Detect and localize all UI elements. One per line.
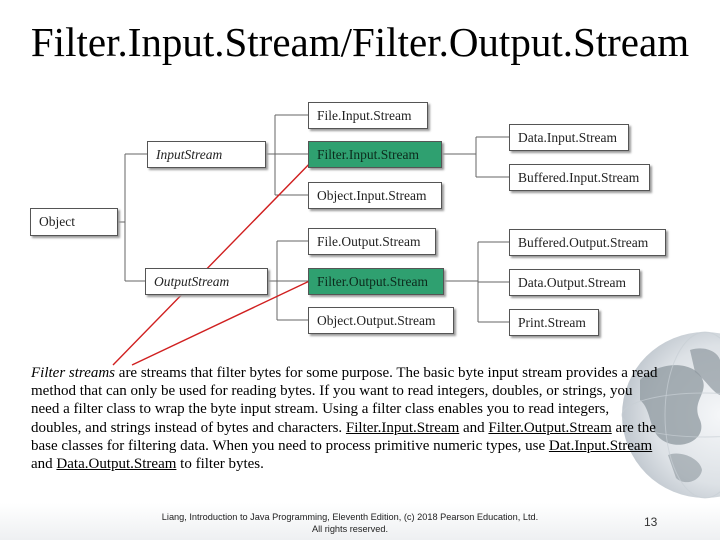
class-box-data-output-stream: Data.Output.Stream [509,269,640,296]
class-box-file-input-stream: File.Input.Stream [308,102,428,129]
connector-input-children [265,114,308,196]
link-filter-output-stream[interactable]: Filter.Output.Stream [488,419,612,436]
page-number: 13 [644,515,658,529]
class-label: Buffered.Output.Stream [518,234,649,250]
class-box-buffered-output-stream: Buffered.Output.Stream [509,229,666,256]
class-box-object-input-stream: Object.Input.Stream [308,182,442,209]
class-label: Filter.Output.Stream [317,273,428,289]
body-text: are the base classes for filtering data.… [31,419,656,454]
connector-filter-input-children [442,136,509,178]
class-box-file-output-stream: File.Output.Stream [308,228,436,255]
class-box-print-stream: Print.Stream [509,309,599,336]
link-data-input-stream[interactable]: Dat.Input.Stream [548,437,653,454]
body-text: and [459,419,489,436]
class-label: InputStream [156,146,223,162]
class-label: Filter.Input.Stream [317,146,419,162]
class-label: File.Output.Stream [317,233,421,249]
class-label: File.Input.Stream [317,107,412,123]
body-text: are streams that filter bytes for some p… [31,365,658,436]
class-box-object-output-stream: Object.Output.Stream [308,307,454,334]
class-box-filter-input-stream: Filter.Input.Stream [308,141,442,168]
intro-term: Filter streams [31,365,116,381]
class-label: Data.Output.Stream [518,274,626,290]
body-text: to filter bytes. [176,456,264,473]
class-label: Object [39,214,75,229]
class-box-filter-output-stream: Filter.Output.Stream [308,268,444,295]
class-label: OutputStream [154,273,230,289]
class-label: Print.Stream [518,314,586,330]
slide-title: Filter.Input.Stream/Filter.Output.Stream [30,19,690,65]
class-label: Buffered.Input.Stream [518,169,640,185]
footer-credit: Liang, Introduction to Java Programming,… [140,511,560,535]
connector-output-children [268,240,308,321]
description-paragraph: Filter streams are streams that filter b… [31,364,661,473]
class-label: Object.Output.Stream [317,312,436,328]
link-filter-input-stream[interactable]: Filter.Input.Stream [345,419,460,436]
class-box-object: Object [30,208,118,236]
connector-object [117,154,126,281]
class-box-data-input-stream: Data.Input.Stream [509,124,629,151]
class-box-outputstream: OutputStream [145,268,268,295]
class-label: Data.Input.Stream [518,129,617,145]
pointer-to-filter-output [131,276,319,366]
footer-line-2: All rights reserved. [311,524,389,534]
footer-line-1: Liang, Introduction to Java Programming,… [161,512,539,522]
link-data-output-stream[interactable]: Data.Output.Stream [56,456,177,473]
connector-filter-output-children [444,241,509,323]
footer-band [0,503,720,540]
class-label: Object.Input.Stream [317,187,427,203]
class-box-inputstream: InputStream [147,141,266,168]
pointer-to-filter-input [112,154,319,366]
body-text: and [31,456,57,473]
class-box-buffered-input-stream: Buffered.Input.Stream [509,164,650,191]
